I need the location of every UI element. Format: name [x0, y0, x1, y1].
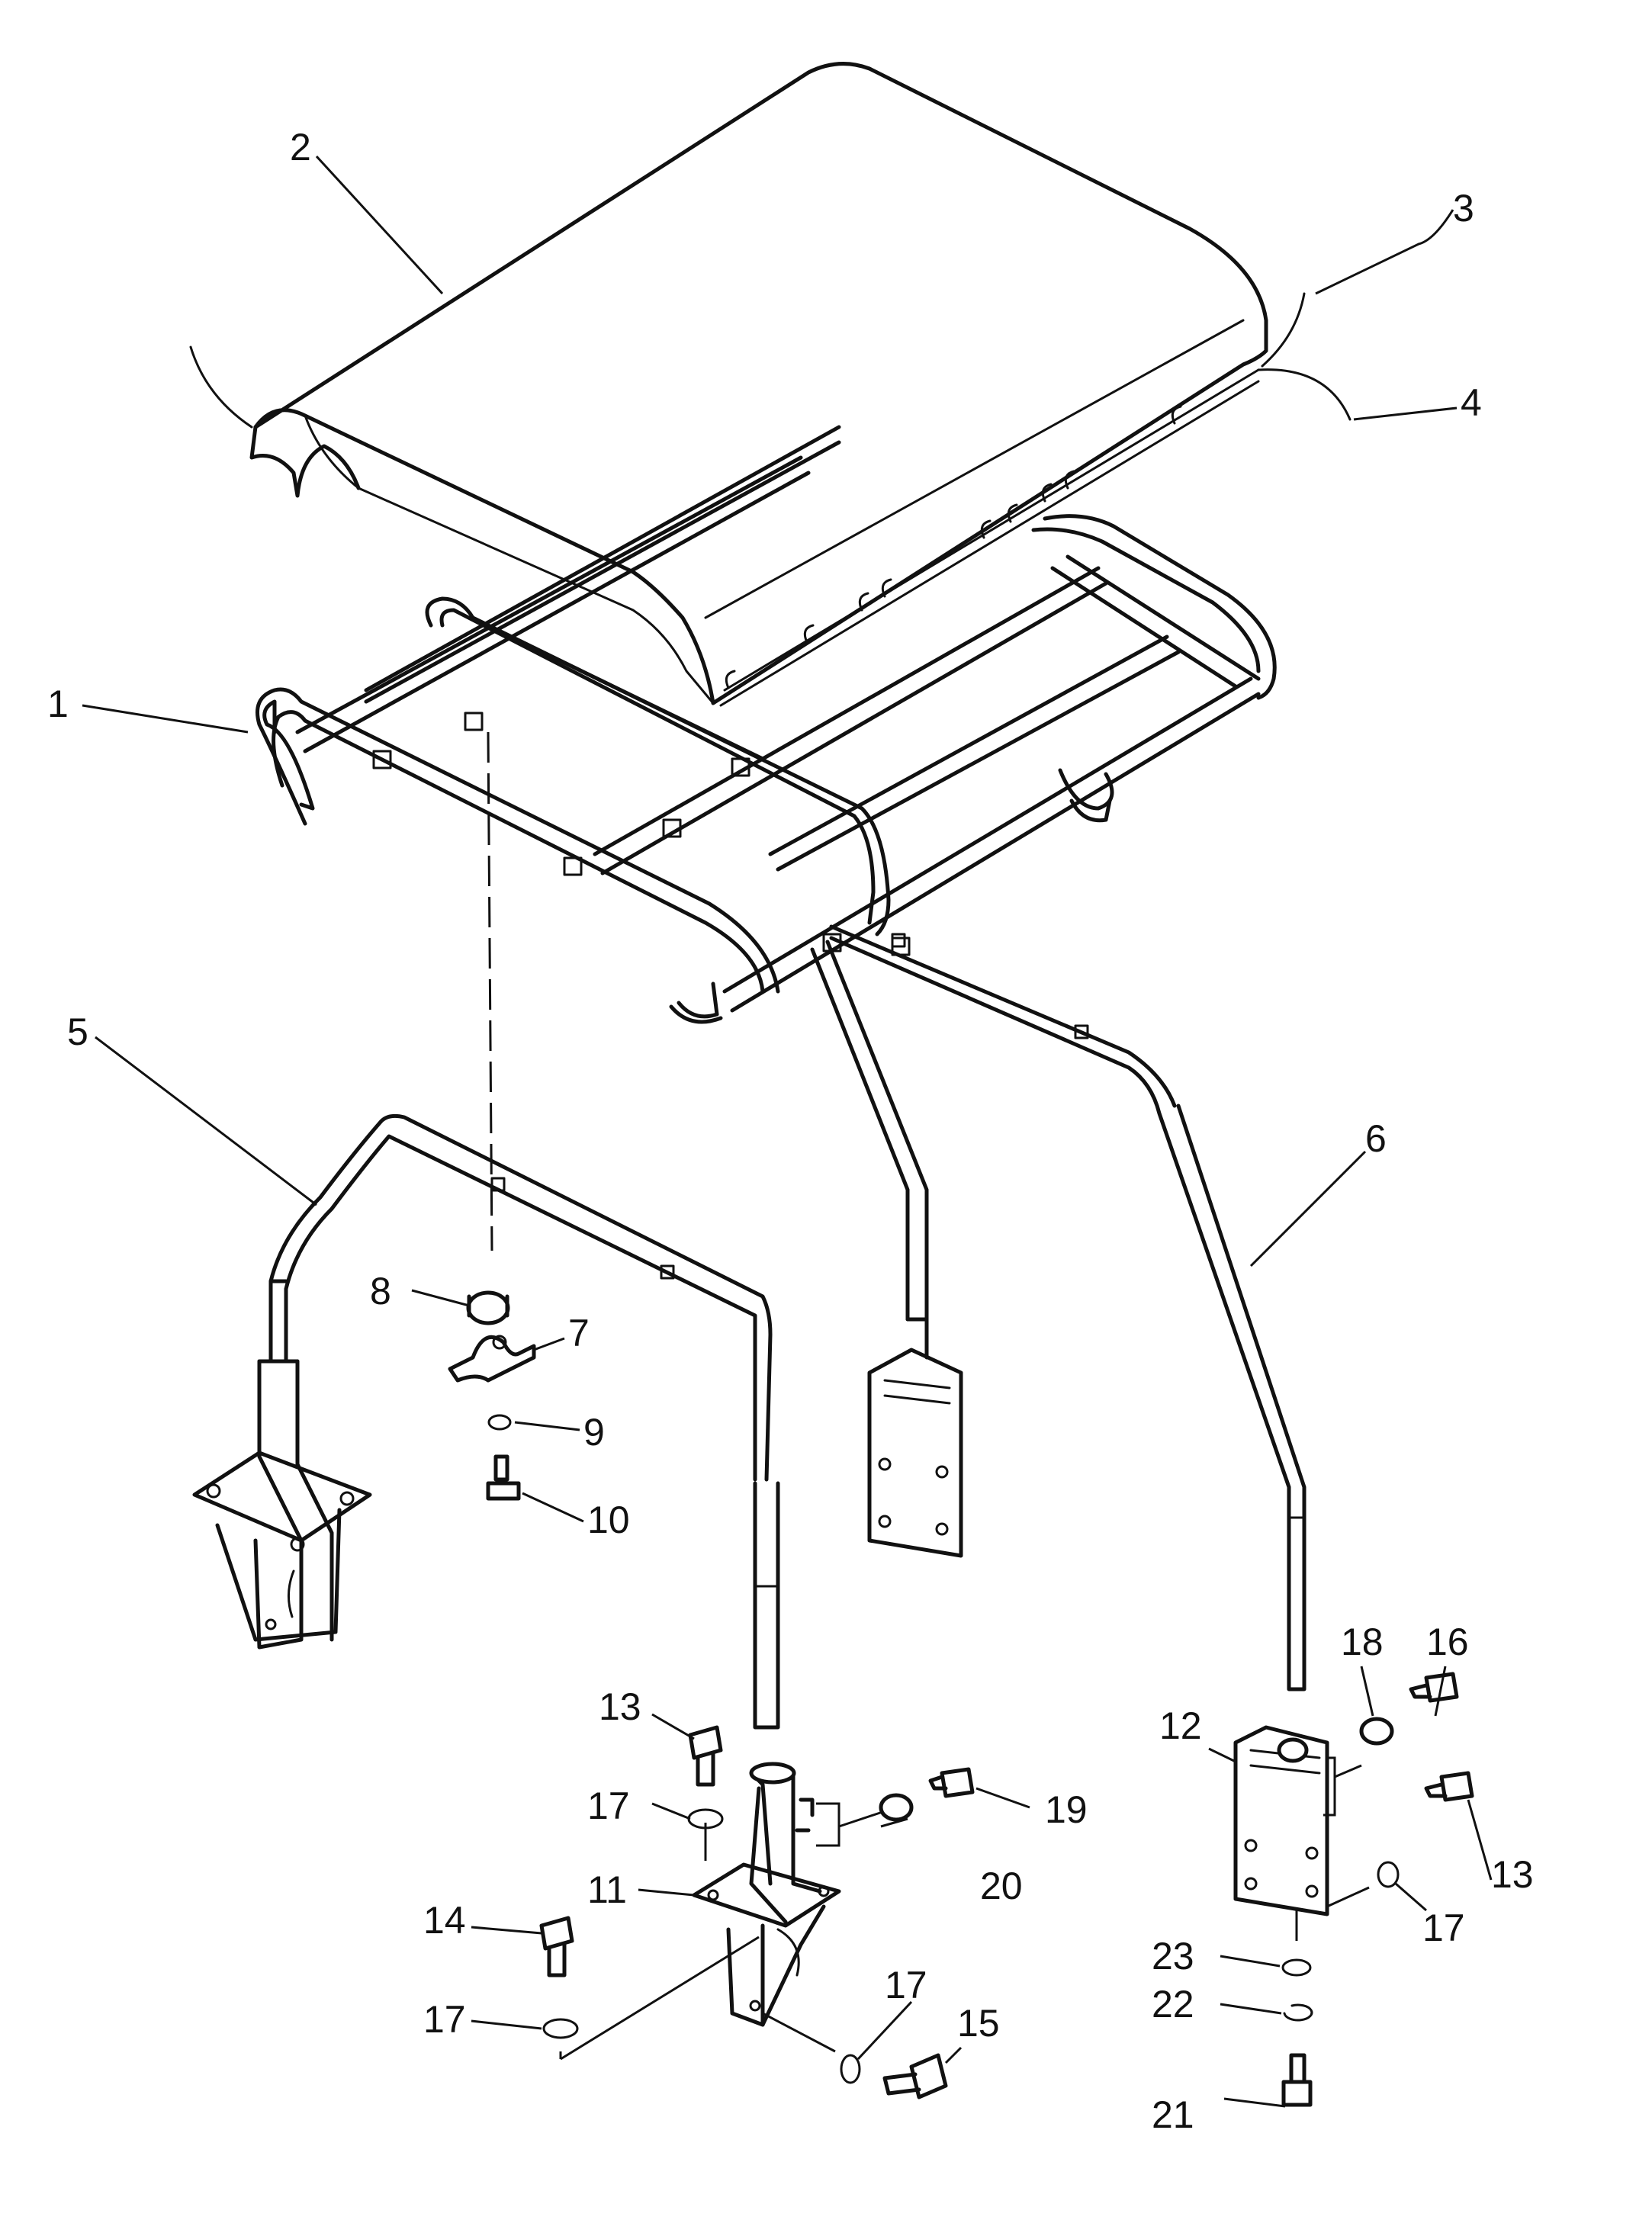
stay-bracket-front: [559, 1762, 885, 2061]
callout-13-rear: 13: [1491, 1853, 1534, 1896]
callout-23: 23: [1152, 1935, 1194, 1977]
callout-13-front: 13: [599, 1685, 641, 1728]
callout-17-front-left: 17: [423, 1998, 466, 2041]
canopy-cover: [249, 62, 1268, 705]
stay-bracket-rear: [1233, 1725, 1370, 1941]
callout-9: 9: [583, 1411, 605, 1454]
callout-19: 19: [1045, 1788, 1088, 1831]
callout-20: 20: [980, 1865, 1023, 1907]
callout-22: 22: [1152, 1983, 1194, 2026]
callout-1: 1: [47, 683, 69, 725]
callout-2: 2: [290, 126, 311, 169]
callout-14: 14: [423, 1899, 466, 1942]
callout-21: 21: [1152, 2093, 1194, 2136]
callout-11: 11: [587, 1868, 627, 1911]
callout-18: 18: [1341, 1621, 1384, 1663]
callout-7: 7: [568, 1312, 590, 1354]
leader-lines: [82, 155, 1493, 2108]
callout-12: 12: [1159, 1704, 1202, 1747]
callout-labels: 1 2 3 4 5 6 7 8 9 10 11 12 13 13 14 15 1…: [47, 126, 1534, 2136]
rear-stay: [810, 924, 1306, 1691]
canopy-hooks: [725, 405, 1182, 689]
callout-17-front-bottom: 17: [885, 1964, 927, 2006]
callout-10: 10: [587, 1499, 630, 1541]
callout-17-rear: 17: [1422, 1907, 1465, 1949]
callout-3: 3: [1453, 187, 1474, 230]
callout-4: 4: [1461, 381, 1482, 424]
canopy-frame: [256, 425, 1277, 1024]
cord-rope: [189, 292, 1351, 707]
callout-5: 5: [67, 1010, 88, 1053]
callout-15: 15: [957, 2002, 1000, 2045]
callout-8: 8: [370, 1270, 391, 1312]
front-fasteners: [539, 1725, 975, 2099]
clamp-assembly: [448, 731, 536, 1501]
rear-fasteners: [1281, 1672, 1474, 2107]
callout-16: 16: [1426, 1621, 1469, 1663]
front-stay: [192, 1113, 780, 1730]
callout-6: 6: [1365, 1117, 1387, 1160]
callout-17-front-top: 17: [587, 1785, 630, 1827]
